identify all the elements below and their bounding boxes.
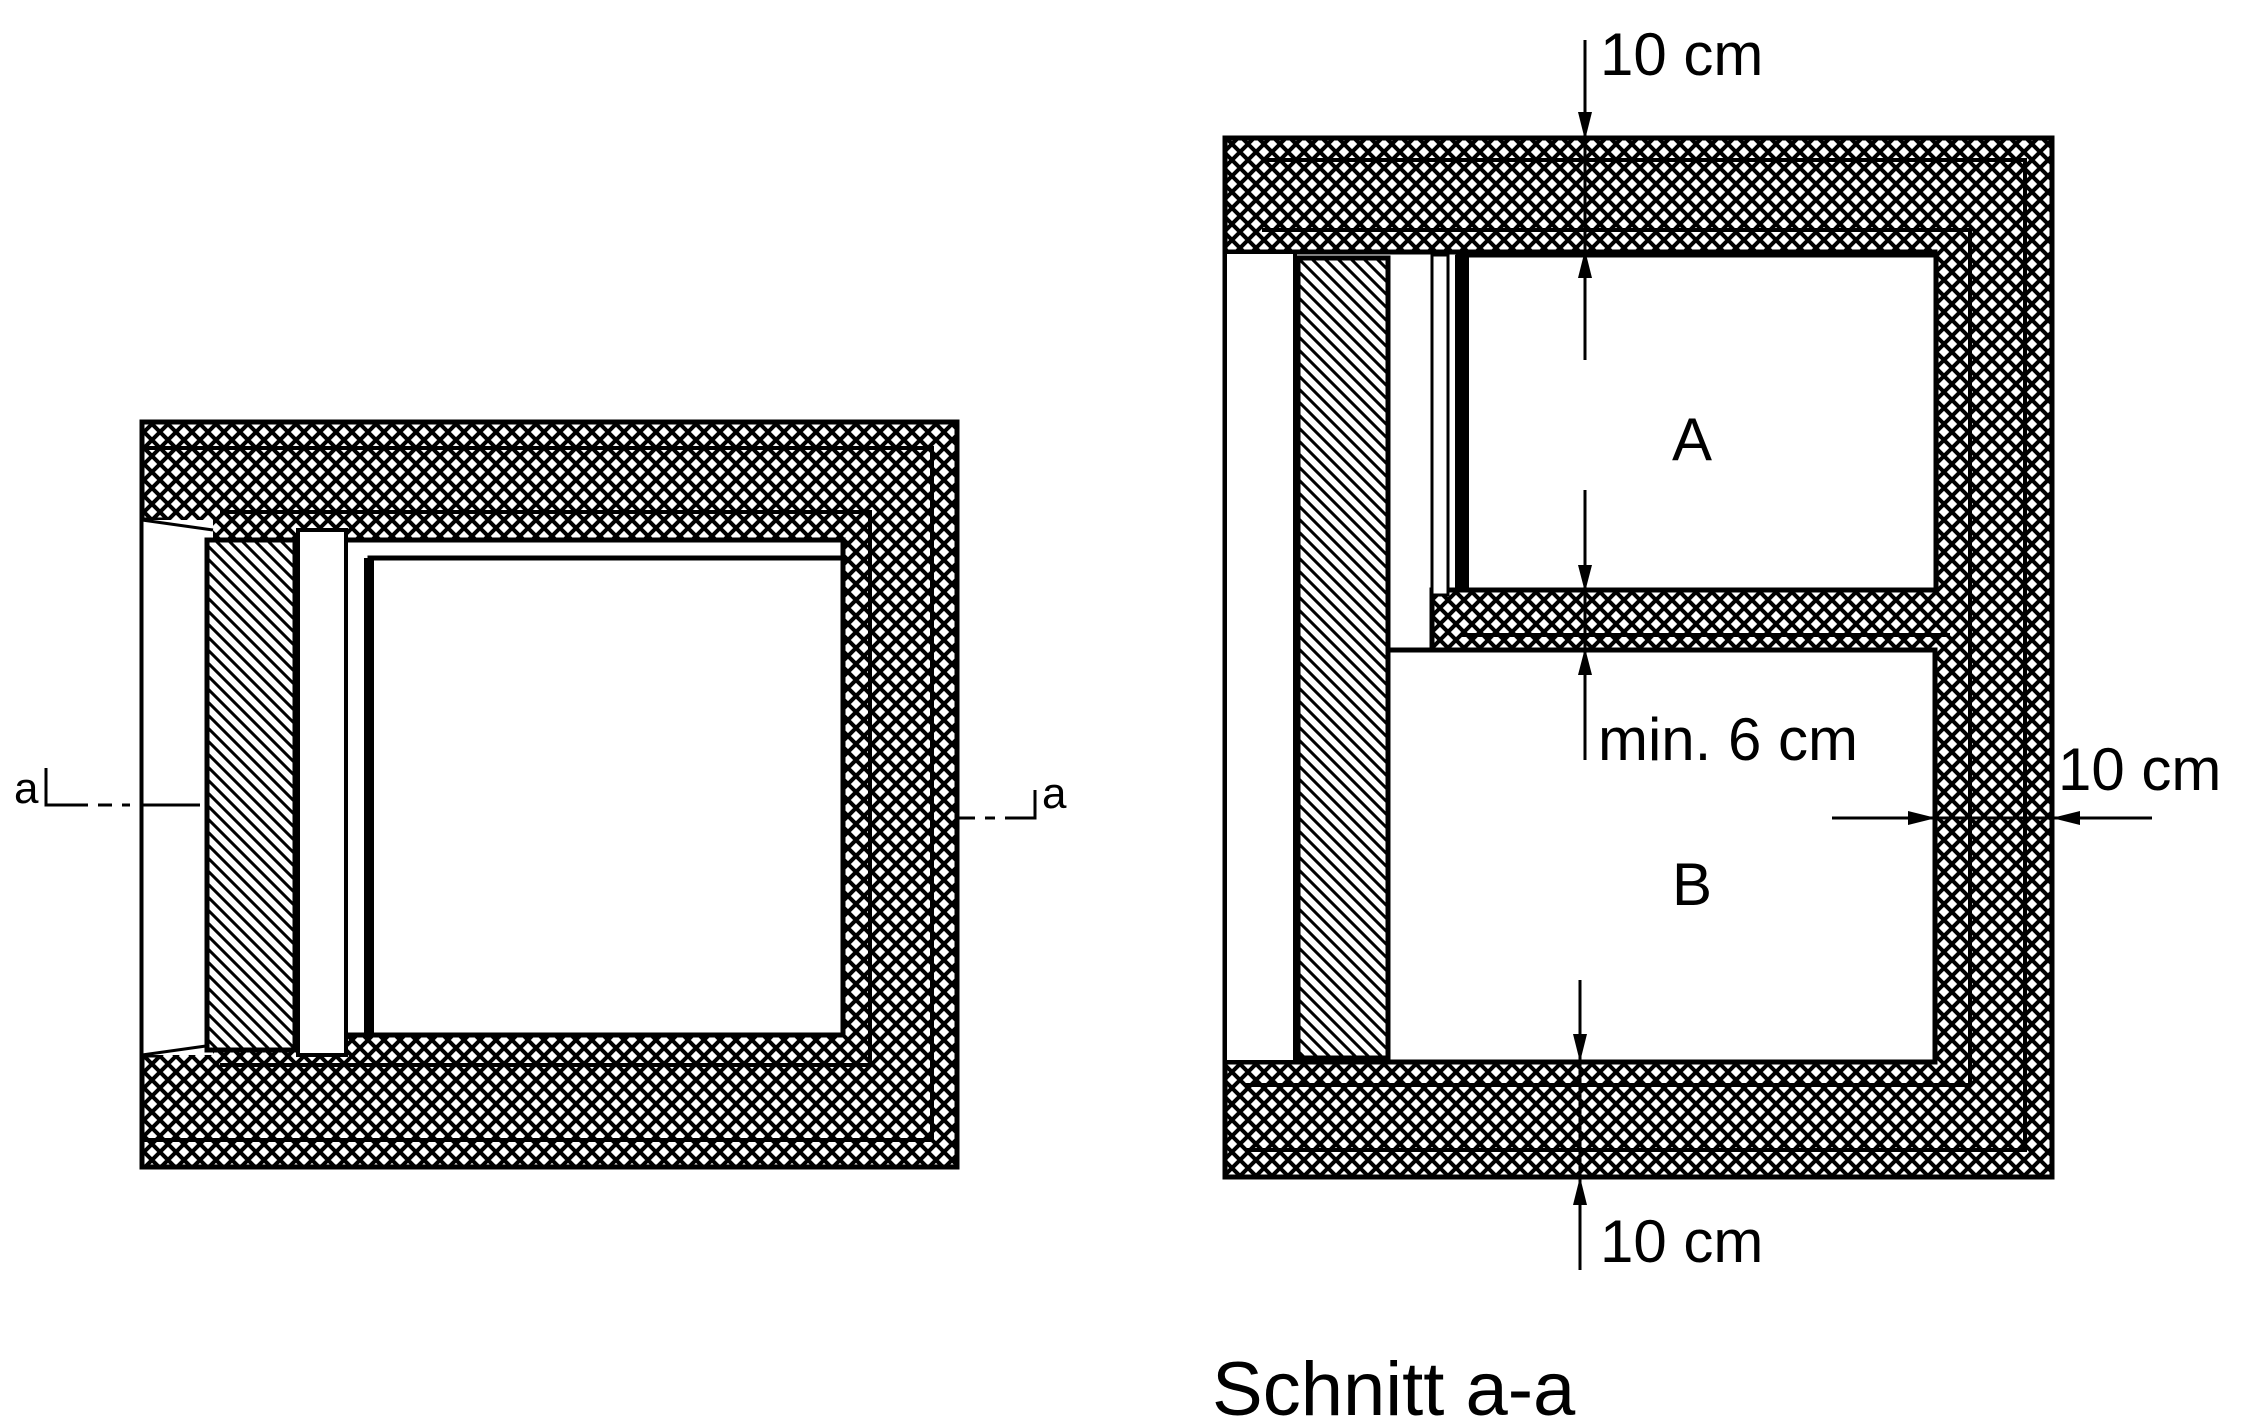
dim-bottom-label: 10 cm: [1600, 1208, 1763, 1275]
section-mark-left-line: [44, 768, 200, 807]
compartment-a-frame: [1430, 253, 1450, 597]
compartment-a-area: [1455, 252, 1939, 593]
compartment-a-label: A: [1672, 406, 1712, 473]
plan-front-opening: [142, 520, 213, 1055]
section-mark-right: a: [1042, 769, 1067, 818]
section-view-figure: 10 cm min. 6 cm 10 cm 10 cm A B: [1222, 21, 2221, 1275]
dim-middle-label: min. 6 cm: [1598, 706, 1858, 773]
plan-door-seal: [364, 558, 374, 1035]
plan-front-edge: [140, 518, 214, 1057]
section-mark-left: a: [14, 764, 39, 813]
section-mark-right-line: [957, 790, 1037, 820]
dim-middle-arrowheads: [1578, 565, 1592, 675]
section-inner-lines: [1245, 158, 2027, 1152]
section-door-panel: [1295, 255, 1391, 1061]
dim-right-label: 10 cm: [2058, 736, 2221, 803]
plan-door-frame: [296, 528, 348, 1057]
plan-inner-lines: [142, 446, 934, 1142]
dim-top-label: 10 cm: [1600, 21, 1763, 88]
figure-caption: Schnitt a-a: [1212, 1347, 1576, 1428]
compartment-a-seal: [1455, 255, 1469, 590]
plan-inner-chamber: [367, 555, 846, 1038]
section-front-opening: [1223, 250, 1297, 1064]
compartment-b-label: B: [1672, 851, 1712, 918]
plan-door-panel: [204, 537, 298, 1053]
plan-view-figure: a a: [14, 419, 1067, 1170]
